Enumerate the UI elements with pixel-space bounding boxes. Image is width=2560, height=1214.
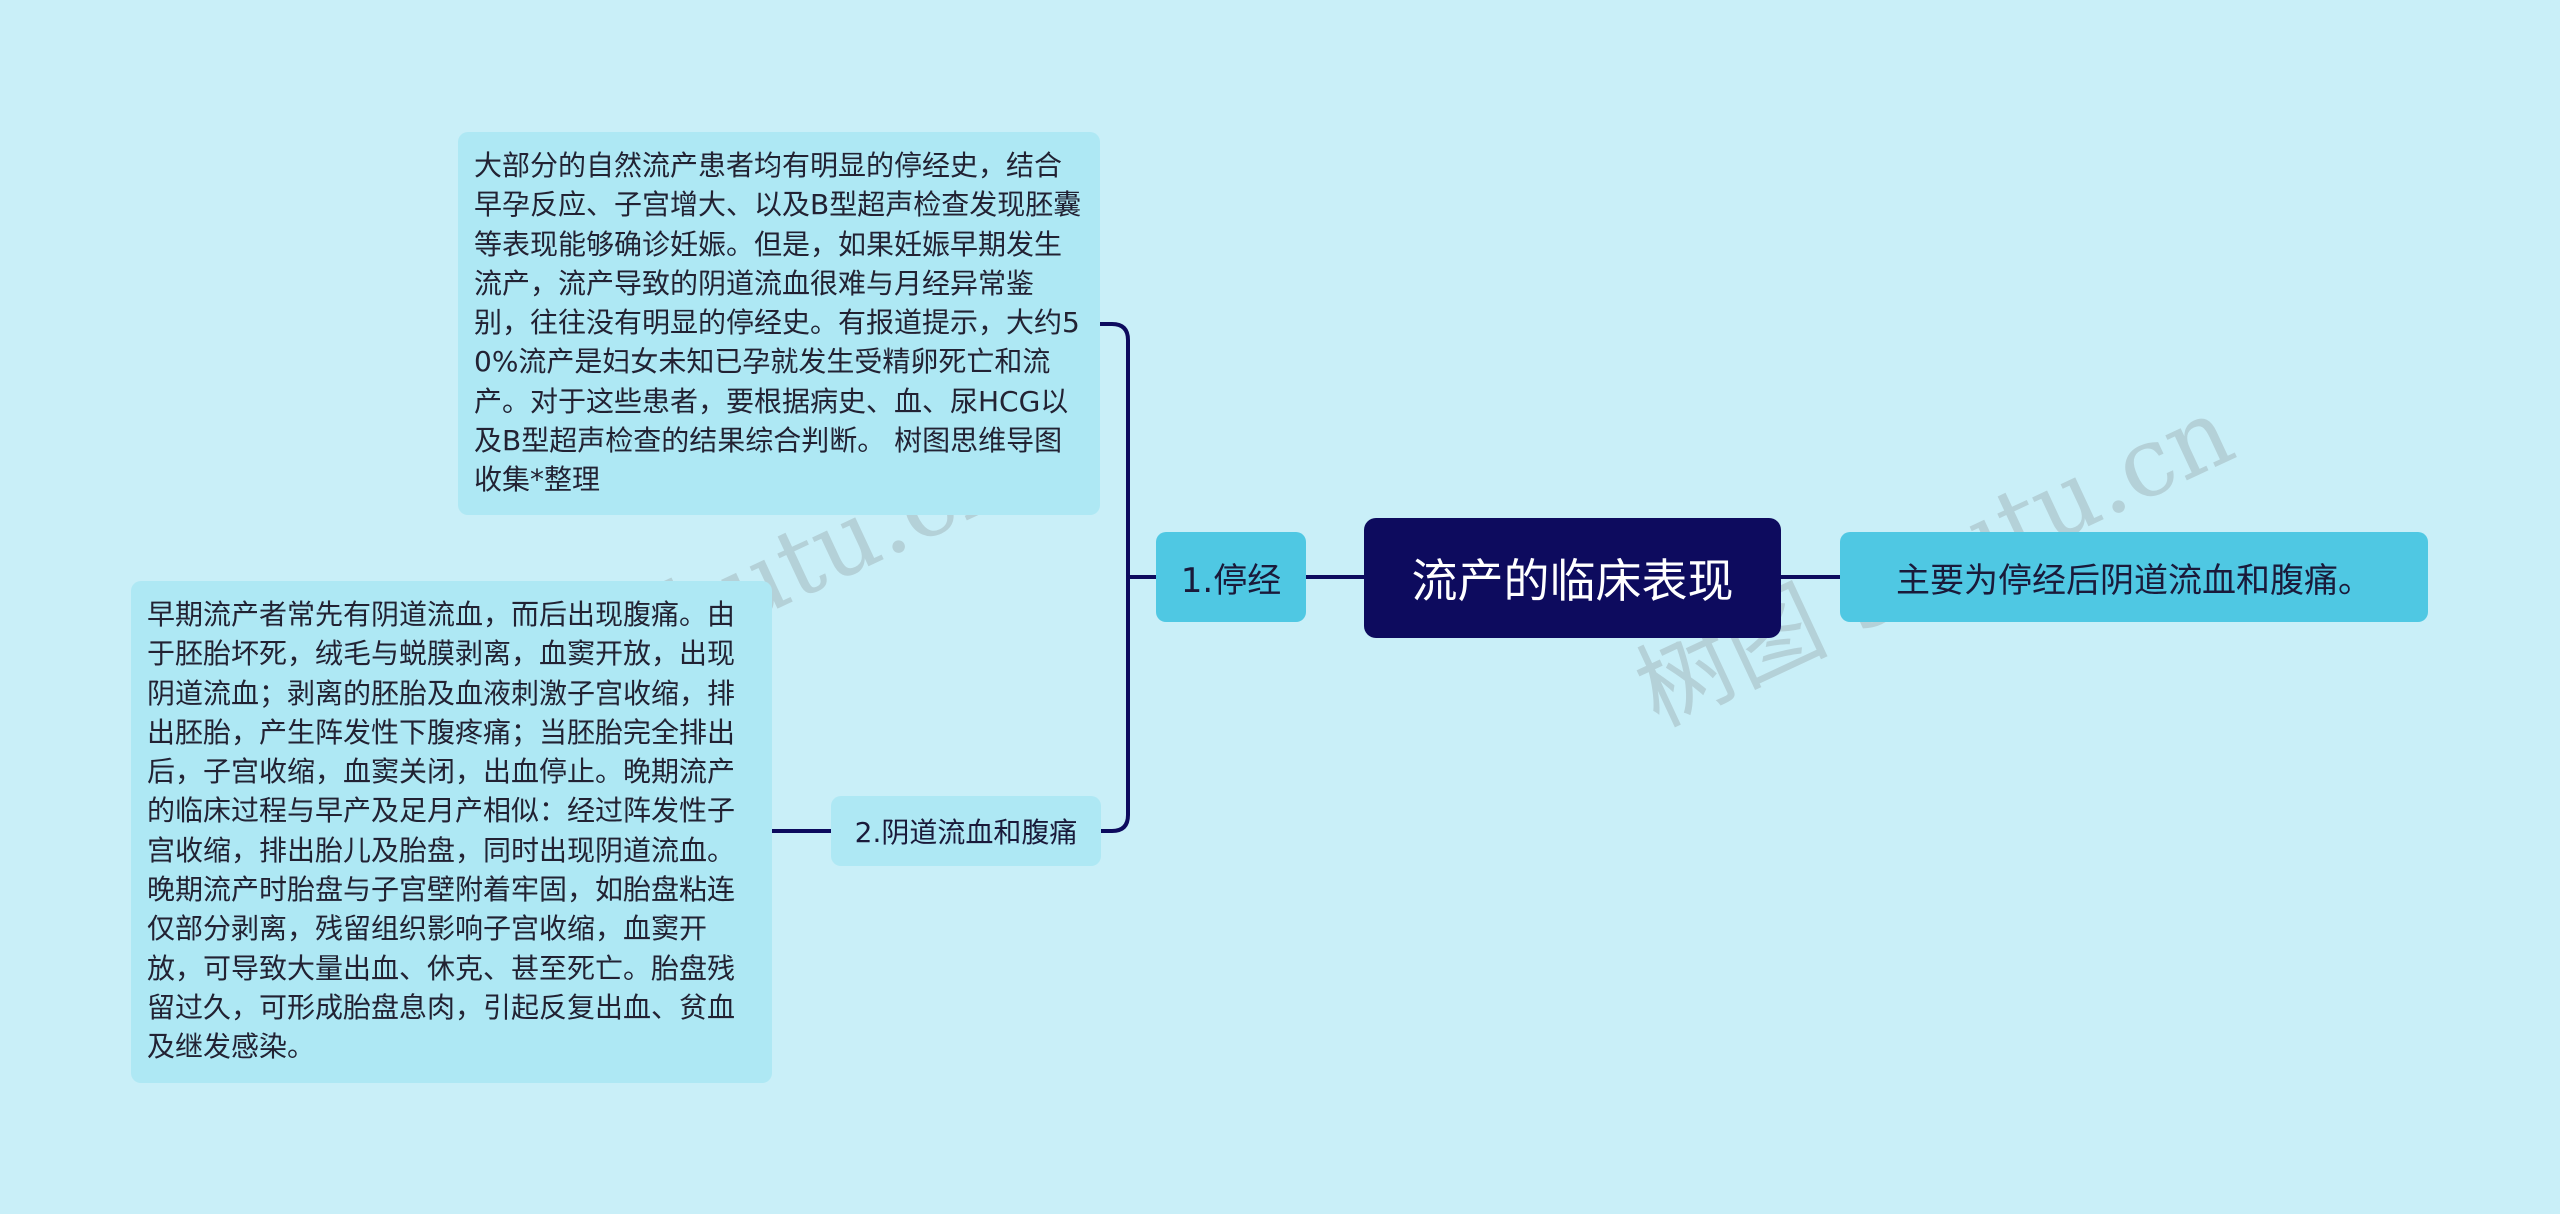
detail-node-text: 大部分的自然流产患者均有明显的停经史，结合早孕反应、子宫增大、以及B型超声检查发… [474,149,1082,497]
right-leaf-label: 主要为停经后阴道流血和腹痛。 [1896,560,2372,601]
connector-branch1-to-branch2 [1099,575,1130,833]
right-leaf-node[interactable]: 主要为停经后阴道流血和腹痛。 [1840,532,2428,622]
branch-node-label: 2.阴道流血和腹痛 [854,816,1078,849]
branch-node-bleeding-pain[interactable]: 2.阴道流血和腹痛 [831,796,1101,866]
detail-node-bleeding-pain[interactable]: 早期流产者常先有阴道流血，而后出现腹痛。由于胚胎坏死，绒毛与蜕膜剥离，血窦开放，… [131,581,772,1083]
branch-node-amenorrhea[interactable]: 1.停经 [1156,532,1306,622]
root-node-label: 流产的临床表现 [1411,554,1734,608]
root-node[interactable]: 流产的临床表现 [1364,518,1781,638]
detail-node-text: 早期流产者常先有阴道流血，而后出现腹痛。由于胚胎坏死，绒毛与蜕膜剥离，血窦开放，… [147,598,736,1064]
connector-branch1-to-leaf1 [1098,322,1158,579]
detail-node-amenorrhea[interactable]: 大部分的自然流产患者均有明显的停经史，结合早孕反应、子宫增大、以及B型超声检查发… [458,132,1100,515]
branch-node-label: 1.停经 [1180,560,1282,601]
